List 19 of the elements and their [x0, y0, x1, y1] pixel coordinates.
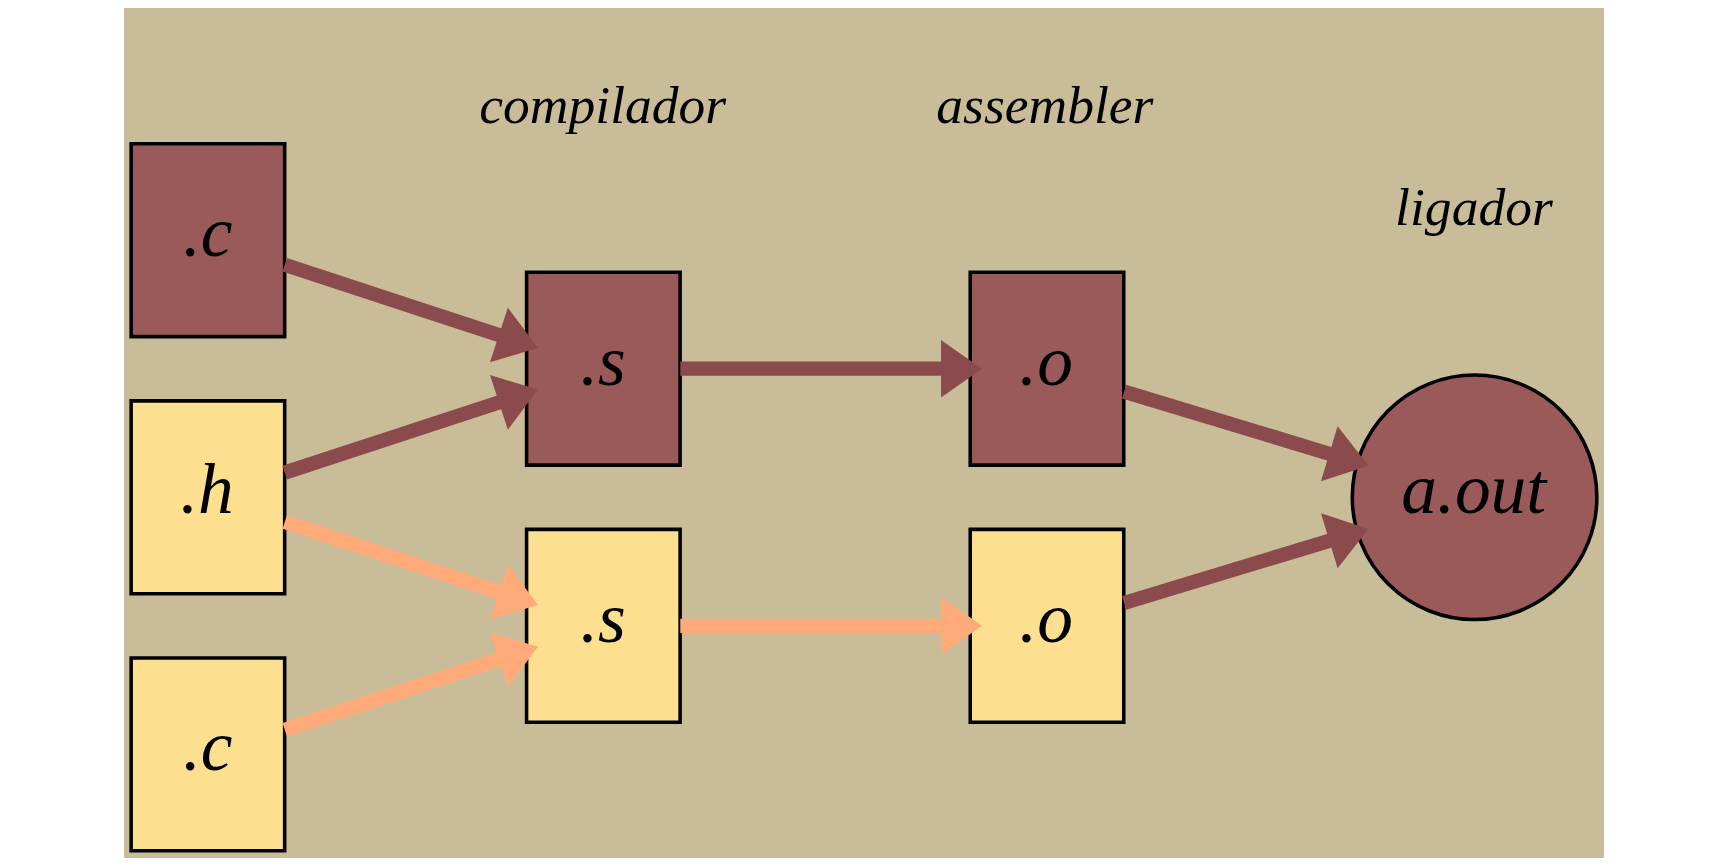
arrow — [282, 258, 538, 363]
arrow — [1122, 513, 1369, 610]
node-box: .o — [968, 270, 1126, 467]
label: assembler — [936, 75, 1154, 136]
label: compilador — [479, 75, 727, 136]
arrow — [282, 375, 538, 480]
arrow — [680, 597, 983, 655]
node-box: .c — [129, 656, 287, 853]
arrow — [282, 632, 538, 737]
node-box: .h — [129, 399, 287, 596]
node-circle: a.out — [1350, 373, 1599, 622]
label: ligador — [1395, 177, 1553, 238]
node-box: .c — [129, 142, 287, 339]
node-box: .s — [524, 270, 682, 467]
arrow — [282, 515, 538, 620]
node-box: .o — [968, 527, 1126, 724]
node-box: .s — [524, 527, 682, 724]
arrow — [680, 340, 983, 398]
arrow — [1122, 384, 1369, 482]
